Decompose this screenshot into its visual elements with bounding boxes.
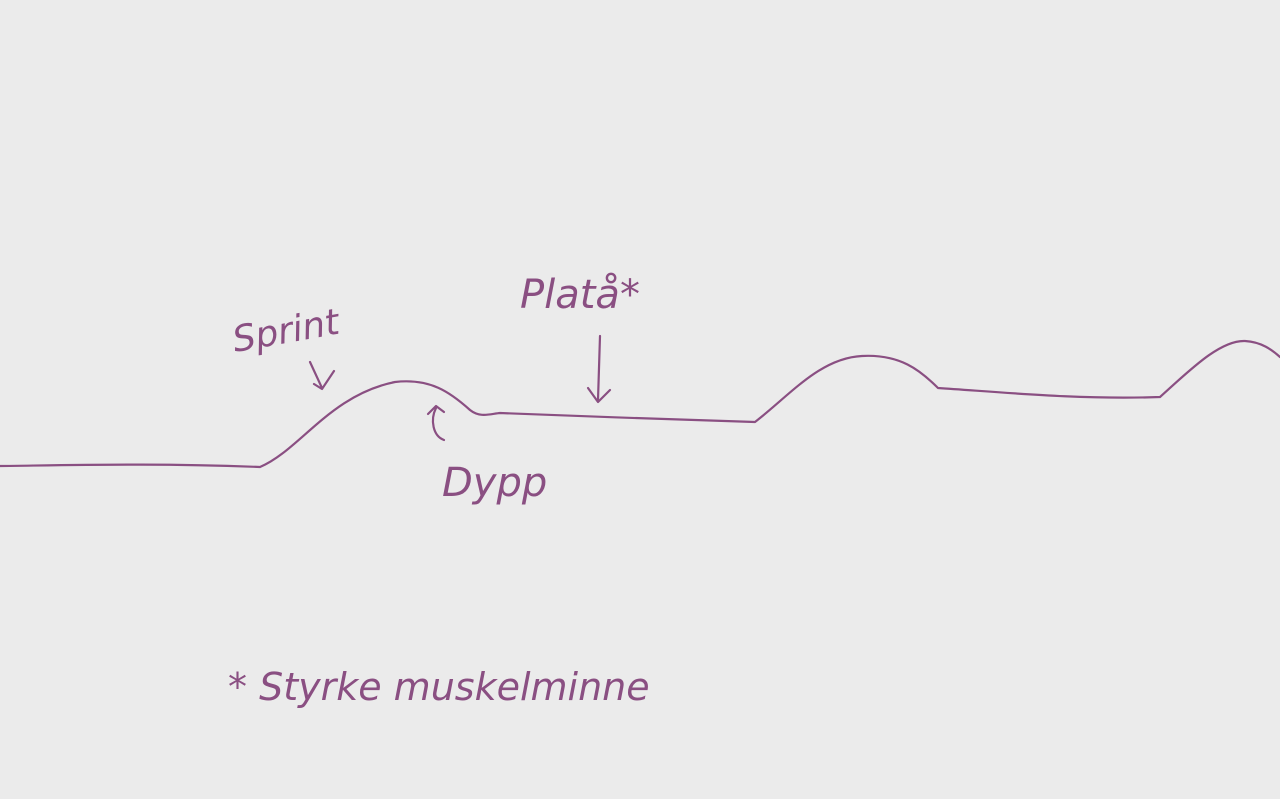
footnote-text: * Styrke muskelminne	[228, 665, 650, 709]
plata-arrow	[586, 334, 612, 404]
performance-curve	[0, 339, 1280, 469]
sprint-arrow	[308, 360, 336, 391]
dypp-label: Dypp	[442, 460, 547, 506]
dypp-arrow	[426, 404, 446, 442]
plata-label: Platå*	[520, 272, 640, 318]
sprint-label: Sprint	[229, 302, 344, 361]
